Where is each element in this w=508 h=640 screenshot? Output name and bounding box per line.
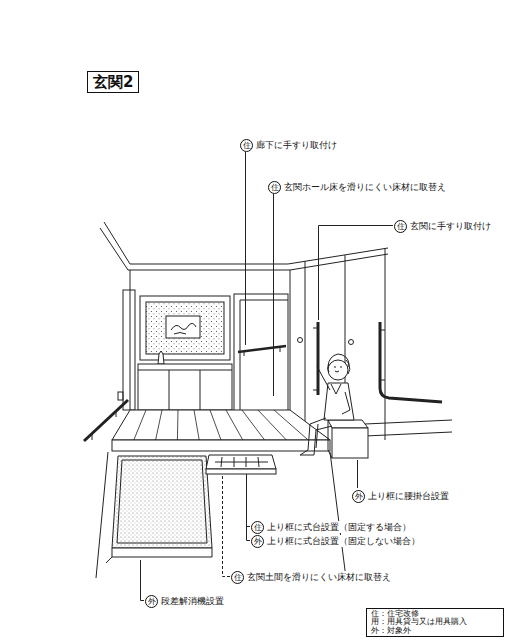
category-marker: 外 [145,595,158,608]
callout-text: 廊下に手すり取付け [255,139,338,151]
callout-text: 上り框に式台設置（固定しない場合） [266,535,421,547]
callout-text: 玄関に手すり取付け [409,220,492,232]
category-marker: 住 [394,220,407,233]
callout-text: 玄関ホール床を滑りにくい床材に取替え [283,181,447,193]
callout-text: 上り框に式台設置（固定する場合） [266,521,412,533]
category-marker: 外 [352,490,365,503]
category-marker: 住 [240,139,253,152]
category-marker: 住 [251,521,264,534]
title: 玄関2 [87,71,139,93]
callout-text: 段差解消機設置 [160,595,225,607]
callout-text: 玄関土間を滑りにくい床材に取替え [246,571,392,583]
legend-item: 用：用具貸与又は用具購入 [371,618,499,627]
category-marker: 住 [268,181,281,194]
legend-box: 住：住宅改修用：用具貸与又は用具購入外：対象外 [366,608,504,638]
callout-text: 上り框に腰掛台設置 [367,490,450,502]
category-marker: 外 [251,535,264,548]
legend-item: 住：住宅改修 [371,610,499,619]
legend-item: 外：対象外 [371,627,499,636]
category-marker: 住 [231,571,244,584]
